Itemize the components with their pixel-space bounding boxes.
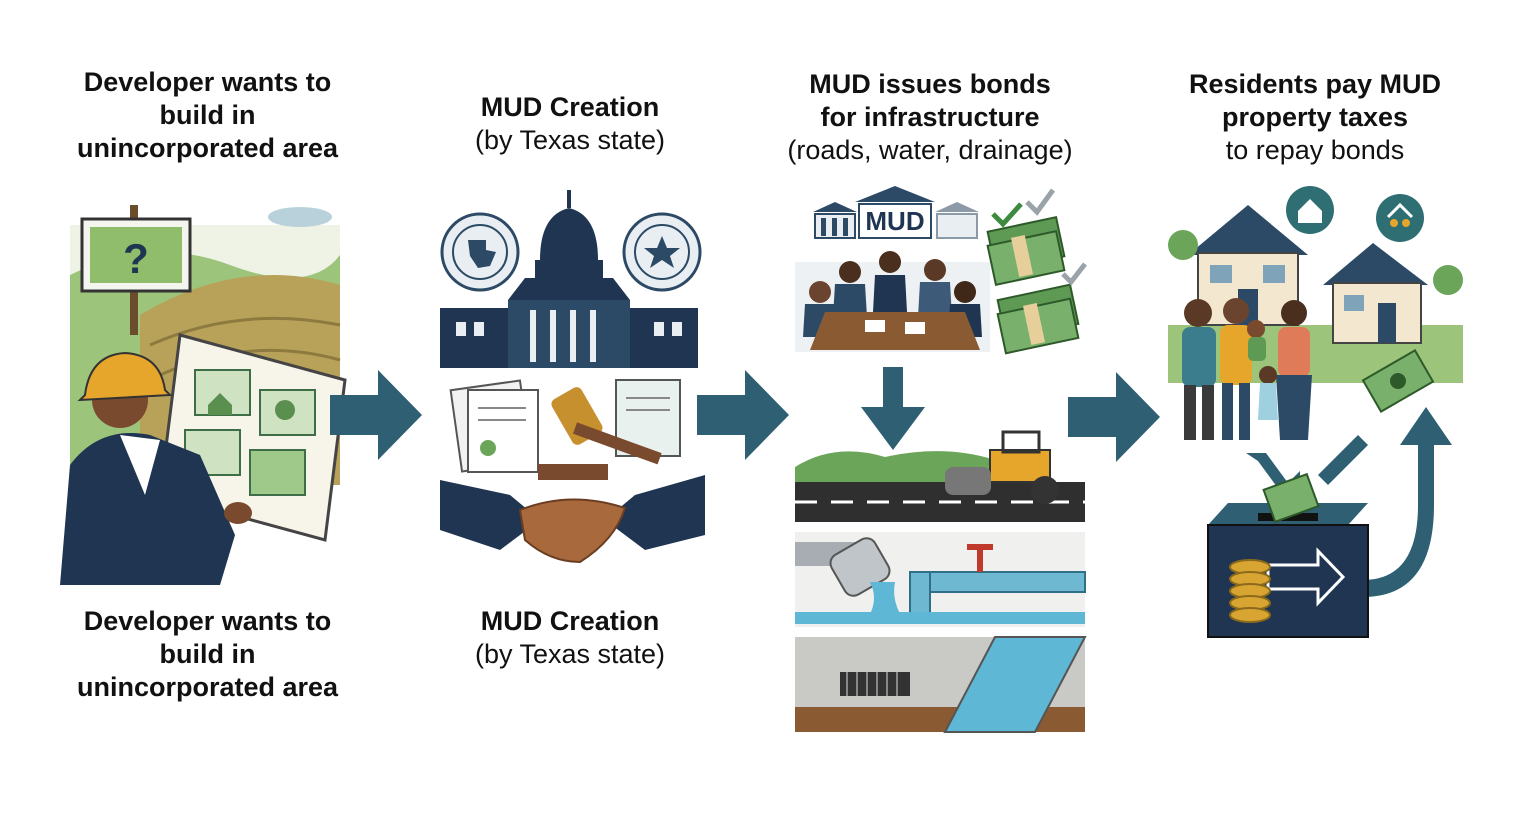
- flow-arrow-1: [330, 370, 422, 460]
- step2-title-line1: MUD Creation: [480, 92, 660, 122]
- step1-title: Developer wants to build in unincorporat…: [40, 66, 375, 165]
- step2-title: MUD Creation (by Texas state): [420, 91, 720, 157]
- flow-arrow-3: [1068, 372, 1160, 462]
- gavel-icon: [538, 387, 662, 480]
- money-stack-icon: [986, 215, 1080, 355]
- handshake-icon: [440, 475, 705, 564]
- capitol-icon: [440, 190, 698, 368]
- up-return-arrow-icon: [1363, 407, 1452, 597]
- road-roller-icon: [795, 430, 1085, 522]
- storm-drain-icon: [795, 636, 1087, 733]
- step4-subtitle: to repay bonds: [1225, 135, 1405, 165]
- step1-caption-line1: Developer wants to: [83, 606, 332, 636]
- document-icon: [449, 379, 539, 473]
- step3-title-line1: MUD issues bonds: [809, 69, 1051, 99]
- step1-title-line3: unincorporated area: [76, 133, 339, 163]
- step4-title: Residents pay MUD property taxes to repa…: [1160, 68, 1470, 167]
- step3-title-line2: for infrastructure: [820, 102, 1040, 132]
- board-meeting-icon: [795, 251, 990, 352]
- step4-title-line1: Residents pay MUD: [1188, 69, 1442, 99]
- developer-illustration: ?: [60, 195, 360, 585]
- residents-illustration: [1168, 185, 1468, 645]
- question-sign-icon: ?: [80, 205, 192, 335]
- family-bubble-icon: [1376, 194, 1424, 242]
- mud-creation-illustration: [440, 190, 705, 580]
- developer-person-icon: [60, 351, 252, 585]
- family-icon: [1182, 298, 1312, 440]
- mud-building-icon: MUD: [855, 186, 935, 239]
- dollar-bill-icon: [1361, 349, 1435, 413]
- step2-caption-subtitle: (by Texas state): [474, 639, 666, 669]
- step1-caption-line3: unincorporated area: [76, 672, 339, 702]
- bank-icon: [813, 202, 857, 239]
- state-seal-icon: [622, 212, 702, 292]
- step3-subtitle: (roads, water, drainage): [787, 135, 1073, 165]
- mud-sign-text: MUD: [865, 206, 924, 236]
- step1-title-line1: Developer wants to: [83, 67, 332, 97]
- step1-caption-line2: build in: [159, 639, 256, 669]
- house-icon-2: [1323, 243, 1428, 344]
- bonds-illustration: MUD: [795, 182, 1090, 737]
- step2-caption: MUD Creation (by Texas state): [420, 605, 720, 671]
- step2-subtitle: (by Texas state): [474, 125, 666, 155]
- checkmark-icon: [991, 188, 1087, 286]
- bank-icon-2: [935, 202, 979, 239]
- coin-stack-icon: [1229, 559, 1271, 623]
- step1-title-line2: build in: [159, 100, 256, 130]
- texas-seal-icon: [440, 212, 520, 292]
- step4-title-line2: property taxes: [1221, 102, 1409, 132]
- step1-caption: Developer wants to build in unincorporat…: [40, 605, 375, 704]
- step2-caption-line1: MUD Creation: [480, 606, 660, 636]
- down-arrow-icon: [861, 367, 925, 450]
- sign-question-mark: ?: [123, 235, 149, 282]
- flow-arrow-2: [697, 370, 789, 460]
- pipe-icon: [795, 532, 1086, 627]
- step3-title: MUD issues bonds for infrastructure (roa…: [770, 68, 1090, 167]
- house-bubble-icon: [1286, 186, 1334, 234]
